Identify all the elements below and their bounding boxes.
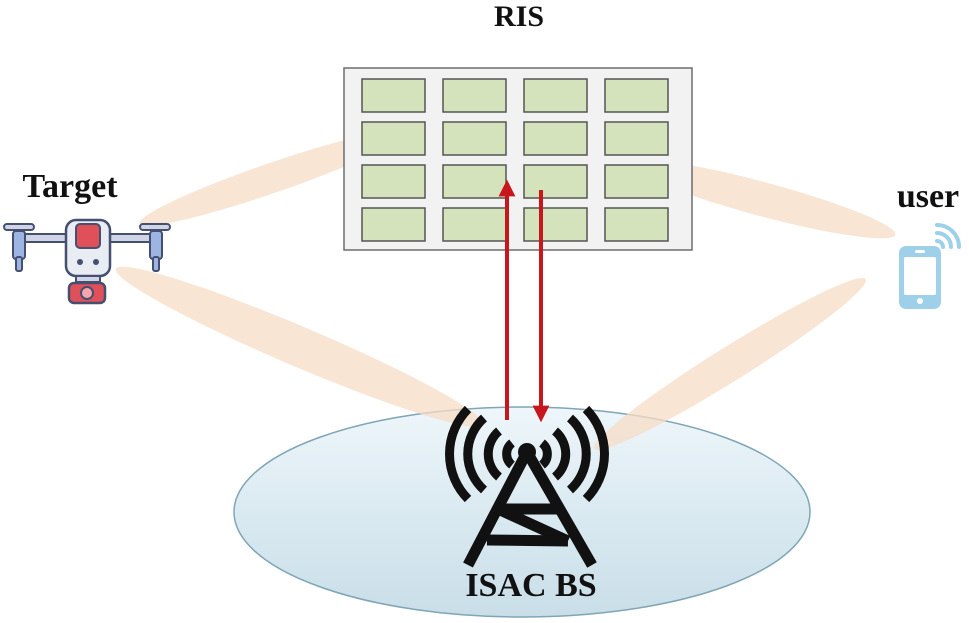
ris-cells bbox=[361, 78, 669, 242]
ris-element bbox=[523, 207, 588, 242]
ris-element bbox=[523, 78, 588, 113]
ris-element bbox=[361, 78, 426, 113]
user-label: user bbox=[897, 178, 959, 215]
ris-element bbox=[604, 164, 669, 199]
beam-bs-user bbox=[594, 277, 866, 451]
ris-element bbox=[361, 207, 426, 242]
beam-ris-user bbox=[628, 159, 896, 239]
ris-element bbox=[523, 164, 588, 199]
ris-panel bbox=[343, 67, 693, 251]
drone-icon bbox=[3, 218, 171, 305]
ris-element bbox=[442, 207, 507, 242]
beam-ris-target bbox=[139, 130, 405, 226]
smartphone-icon bbox=[899, 246, 941, 309]
ris-element bbox=[361, 121, 426, 156]
ris-element bbox=[604, 78, 669, 113]
signal-icon bbox=[935, 223, 961, 249]
cell-tower-icon bbox=[445, 405, 609, 568]
ris-element bbox=[442, 78, 507, 113]
ris-element bbox=[442, 164, 507, 199]
ris-element bbox=[442, 121, 507, 156]
beam-bs-target bbox=[115, 266, 485, 428]
ris-element bbox=[523, 121, 588, 156]
ris-label: RIS bbox=[494, 0, 544, 33]
ris-element bbox=[604, 121, 669, 156]
ris-element bbox=[604, 207, 669, 242]
target-label: Target bbox=[22, 168, 118, 205]
ris-element bbox=[361, 164, 426, 199]
beams bbox=[115, 130, 896, 451]
bs-label: ISAC BS bbox=[465, 567, 596, 604]
